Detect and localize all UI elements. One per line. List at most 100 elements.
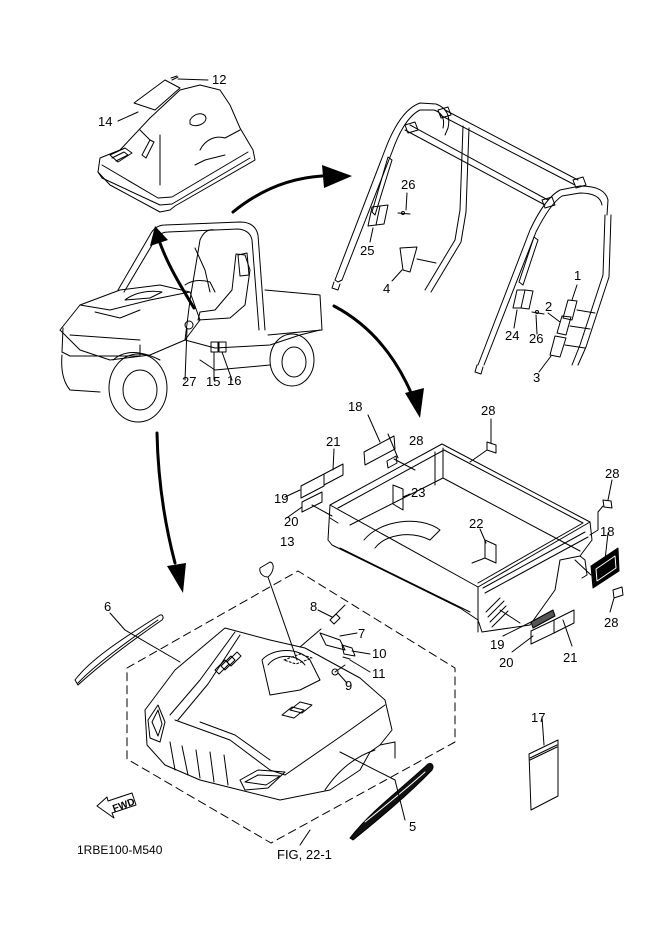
label-28a-part — [386, 455, 398, 469]
label-14-part — [133, 79, 181, 111]
leader-6 — [109, 612, 126, 631]
leader-20b — [511, 635, 534, 653]
leader-7 — [339, 632, 358, 637]
leader-21a — [332, 448, 335, 471]
manual-17-part — [528, 739, 559, 811]
seat-cover-part — [97, 84, 256, 213]
arrowhead-cargo-bed — [405, 388, 424, 418]
leader-25 — [369, 227, 374, 243]
leader-17 — [541, 716, 545, 746]
diagram-code: 1RBE100-M540 — [77, 843, 163, 857]
leader-18b — [604, 532, 609, 561]
callout-5: 5 — [409, 819, 417, 834]
fwd-label: FWD — [111, 797, 136, 815]
callout-24: 24 — [505, 328, 520, 343]
label-12-part — [170, 75, 179, 81]
leader-18a — [367, 414, 381, 443]
arrowhead-roll-cage — [322, 165, 352, 188]
clip-26b-part — [531, 310, 545, 315]
label-21b-part — [553, 609, 575, 634]
label-18a-part — [363, 435, 396, 466]
leader-11 — [349, 659, 371, 673]
arrow-to-seat-cover — [158, 241, 196, 310]
callout-18b: 18 — [600, 524, 615, 539]
label-20a-part — [301, 491, 323, 513]
callout-17: 17 — [531, 710, 546, 725]
callout-27: 27 — [182, 374, 197, 389]
label-18b-part — [590, 547, 620, 589]
leader-4 — [391, 269, 403, 282]
callout-7: 7 — [358, 626, 366, 641]
leader-20a — [287, 506, 303, 518]
callout-6: 6 — [104, 599, 112, 614]
callout-11: 11 — [372, 666, 386, 681]
leader-2-post — [569, 325, 591, 330]
label-25-part — [367, 204, 389, 227]
bolt-8-part — [329, 604, 346, 625]
leader-14 — [117, 111, 139, 122]
leader-22 — [479, 528, 487, 544]
callout-10: 10 — [372, 646, 387, 661]
leader-9 — [337, 672, 348, 684]
callout-28a: 28 — [409, 433, 424, 448]
leader-19a — [284, 489, 301, 498]
leader-28a-post — [393, 458, 416, 471]
label-19b-part — [530, 609, 556, 629]
leader-9-post — [334, 664, 346, 673]
clip-26a-part — [397, 211, 411, 215]
label-22-part — [471, 539, 497, 564]
nut-9-part — [331, 668, 339, 676]
callout-8: 8 — [310, 599, 318, 614]
bracket-7-part — [319, 632, 346, 651]
leader-8 — [317, 609, 333, 618]
callout-25: 25 — [360, 243, 375, 258]
arrow-to-front-hood — [155, 431, 177, 565]
figure-reference: FIG, 22-1 — [277, 847, 332, 862]
callout-12: 12 — [212, 72, 227, 87]
leader-10 — [351, 650, 371, 655]
callout-21b: 21 — [563, 650, 578, 665]
leader-5 — [394, 779, 406, 821]
label-19a-part — [300, 473, 325, 499]
label-28d-part — [612, 586, 624, 599]
arrowhead-front-hood — [167, 563, 186, 593]
leader-28c — [607, 479, 613, 501]
leader-26a — [405, 192, 408, 211]
cargo-bed-part — [327, 443, 593, 633]
leader-23 — [402, 493, 411, 498]
callout-28d: 28 — [604, 615, 619, 630]
leader-13 — [267, 576, 298, 661]
vehicle-overview-part — [59, 221, 323, 423]
stripe-5-part — [349, 763, 434, 841]
leader-19b-post — [499, 609, 521, 624]
callout-19b: 19 — [490, 637, 505, 652]
callout-2: 2 — [545, 299, 553, 314]
leader-28c-post — [589, 505, 604, 536]
leader-21b — [562, 619, 573, 647]
roll-cage-part — [331, 102, 612, 375]
label-1-part — [562, 299, 578, 321]
arrow-to-roll-cage — [231, 174, 324, 214]
callout-21a: 21 — [326, 434, 341, 449]
leader-1-post — [576, 309, 596, 314]
leader-20a-post — [311, 504, 333, 517]
stripe-6-part — [74, 614, 164, 686]
label-24-part — [512, 289, 534, 310]
callout-18a: 18 — [348, 399, 363, 414]
callout-1: 1 — [574, 268, 582, 283]
callout-20a: 20 — [284, 514, 299, 529]
label-3-part — [549, 335, 567, 358]
reflector-13-part — [259, 561, 274, 578]
callout-19a: 19 — [274, 491, 289, 506]
callout-28b: 28 — [481, 403, 496, 418]
leader-3 — [538, 355, 552, 373]
leader-26b — [535, 314, 538, 335]
leader-28a — [387, 433, 399, 459]
callout-26a: 26 — [401, 177, 416, 192]
leader-2 — [547, 312, 561, 323]
label-2-part — [556, 315, 572, 336]
callout-13: 13 — [280, 534, 295, 549]
label-4-part — [399, 246, 418, 273]
callout-23: 23 — [411, 485, 426, 500]
grommet-10-part — [341, 644, 356, 657]
